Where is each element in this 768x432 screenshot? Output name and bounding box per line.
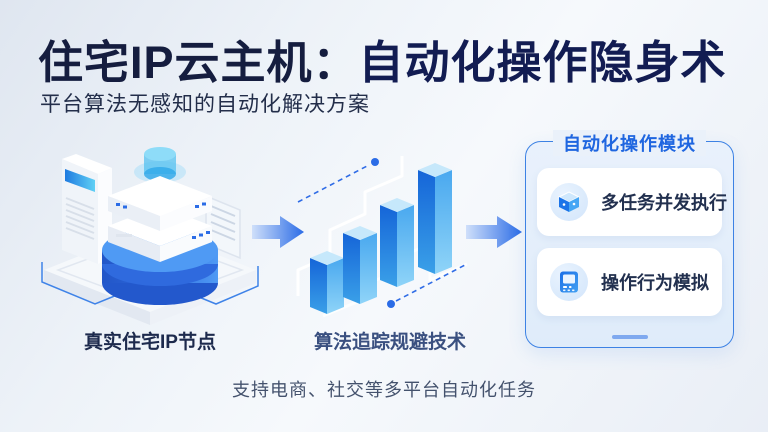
module-items: 多任务并发执行 操作行为模拟 <box>537 168 727 328</box>
arrow-right-icon <box>466 216 522 248</box>
module-item-label: 多任务并发执行 <box>601 193 727 213</box>
footer-text: 支持电商、社交等多平台自动化任务 <box>232 380 536 400</box>
module-item-behavior: 操作行为模拟 <box>537 248 722 316</box>
page-title-part1: 住宅IP云主机： <box>38 37 359 88</box>
node-label-servers: 真实住宅IP节点 <box>84 332 216 353</box>
icon-circle <box>550 183 588 221</box>
rising-bars-illustration <box>296 156 468 318</box>
icon-circle <box>550 263 588 301</box>
page-title: 住宅IP云主机：自动化操作隐身术 <box>38 26 758 91</box>
module-item-multitask: 多任务并发执行 <box>537 168 727 236</box>
device-icon <box>560 271 578 293</box>
card-handle-bar <box>611 335 648 339</box>
arrow-right-icon <box>252 216 304 248</box>
page-title-part2: 自动化操作隐身术 <box>358 37 727 88</box>
module-card-header: 自动化操作模块 <box>526 130 733 156</box>
module-card-title: 自动化操作模块 <box>553 130 706 156</box>
node-label-algorithm: 算法追踪规避技术 <box>313 332 466 353</box>
cube-icon <box>557 191 581 212</box>
server-cluster-illustration <box>41 147 259 325</box>
page-subtitle: 平台算法无感知的自动化解决方案 <box>40 93 370 116</box>
automation-module-card: 自动化操作模块 多任务并发执行 <box>525 130 734 348</box>
module-item-label: 操作行为模拟 <box>601 273 709 293</box>
